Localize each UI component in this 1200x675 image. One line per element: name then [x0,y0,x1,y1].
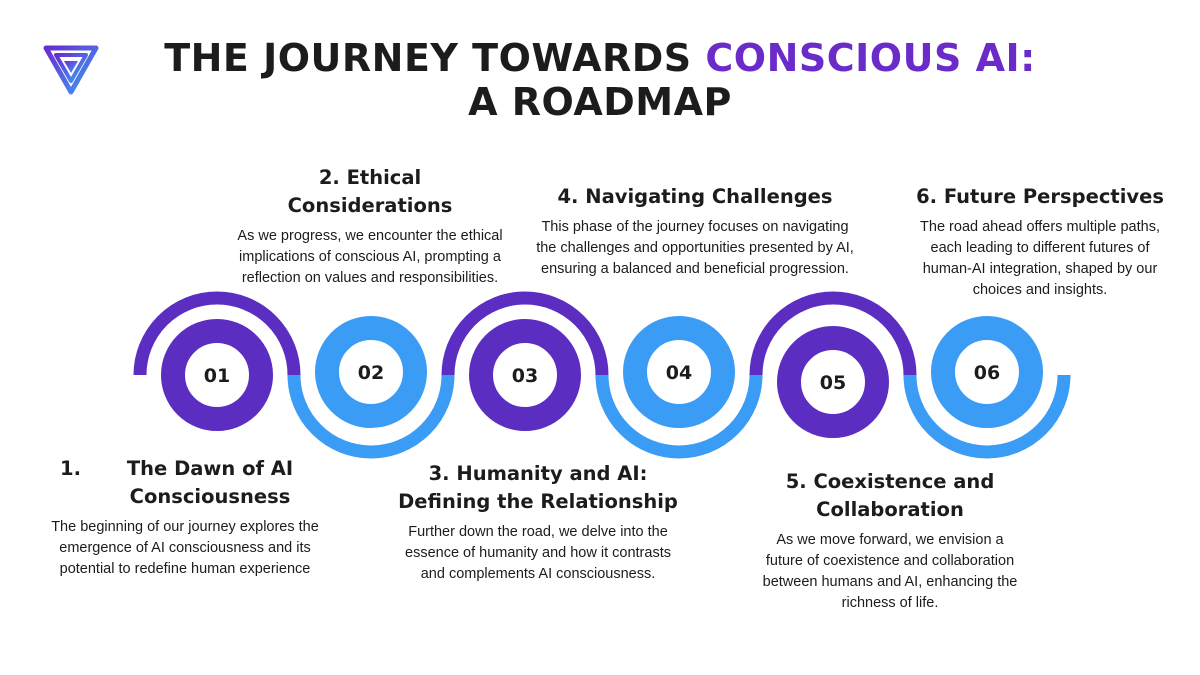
node-number-03: 03 [512,365,538,387]
node-ring-01 [161,319,273,431]
step-3-heading: 3. Humanity and AI: Defining the Relatio… [398,462,678,513]
title-part-2: A ROADMAP [468,80,732,124]
node-ring-02 [315,316,427,428]
arc-04-bottom [595,374,763,459]
step-6: 6. Future Perspectives The road ahead of… [895,183,1185,301]
step-4: 4. Navigating Challenges This phase of t… [515,183,875,280]
step-1-description: The beginning of our journey explores th… [51,519,319,577]
node-ring-06 [931,316,1043,428]
node-ring-03 [469,319,581,431]
node-ring-05 [777,326,889,438]
step-4-description: This phase of the journey focuses on nav… [536,219,854,277]
node-number-06: 06 [974,362,1000,384]
step-5: 5. Coexistence and Collaboration As we m… [720,468,1060,614]
node-number-04: 04 [666,362,692,384]
step-6-heading: 6. Future Perspectives [916,185,1164,208]
step-3: 3. Humanity and AI: Defining the Relatio… [378,460,698,585]
node-numbers: 01 02 03 04 05 06 [204,362,1000,394]
roadmap-nodes [161,316,1043,438]
step-3-description: Further down the road, we delve into the… [405,524,671,582]
title-accent: CONSCIOUS AI: [705,36,1036,80]
arc-05-top [749,291,917,376]
step-1-heading-number: 1. [60,457,81,480]
step-2-heading: 2. Ethical Considerations [287,166,453,217]
node-ring-04 [623,316,735,428]
node-number-05: 05 [820,372,846,394]
node-number-02: 02 [358,362,384,384]
step-2: 2. Ethical Considerations As we progress… [200,164,540,289]
arc-06-bottom [903,374,1071,459]
step-4-heading: 4. Navigating Challenges [557,185,833,208]
arc-02-bottom [287,374,455,459]
step-2-description: As we progress, we encounter the ethical… [237,228,503,286]
step-6-description: The road ahead offers multiple paths, ea… [920,219,1160,298]
step-5-description: As we move forward, we envision a future… [762,532,1018,611]
step-1-heading-text: The Dawn of AI Consciousness [126,457,294,508]
step-1: 1. The Dawn of AI Consciousness The begi… [40,455,330,580]
arc-01-top [133,291,301,376]
logo-icon [43,45,99,95]
step-1-heading: 1. The Dawn of AI Consciousness [40,455,330,511]
page-title: THE JOURNEY TOWARDS CONSCIOUS AI: A ROAD… [160,36,1040,124]
step-5-heading: 5. Coexistence and Collaboration [785,470,995,521]
arc-03-top [441,291,609,376]
roadmap-arcs [133,291,1071,459]
node-number-01: 01 [204,365,230,387]
title-part-1: THE JOURNEY TOWARDS [164,36,706,80]
